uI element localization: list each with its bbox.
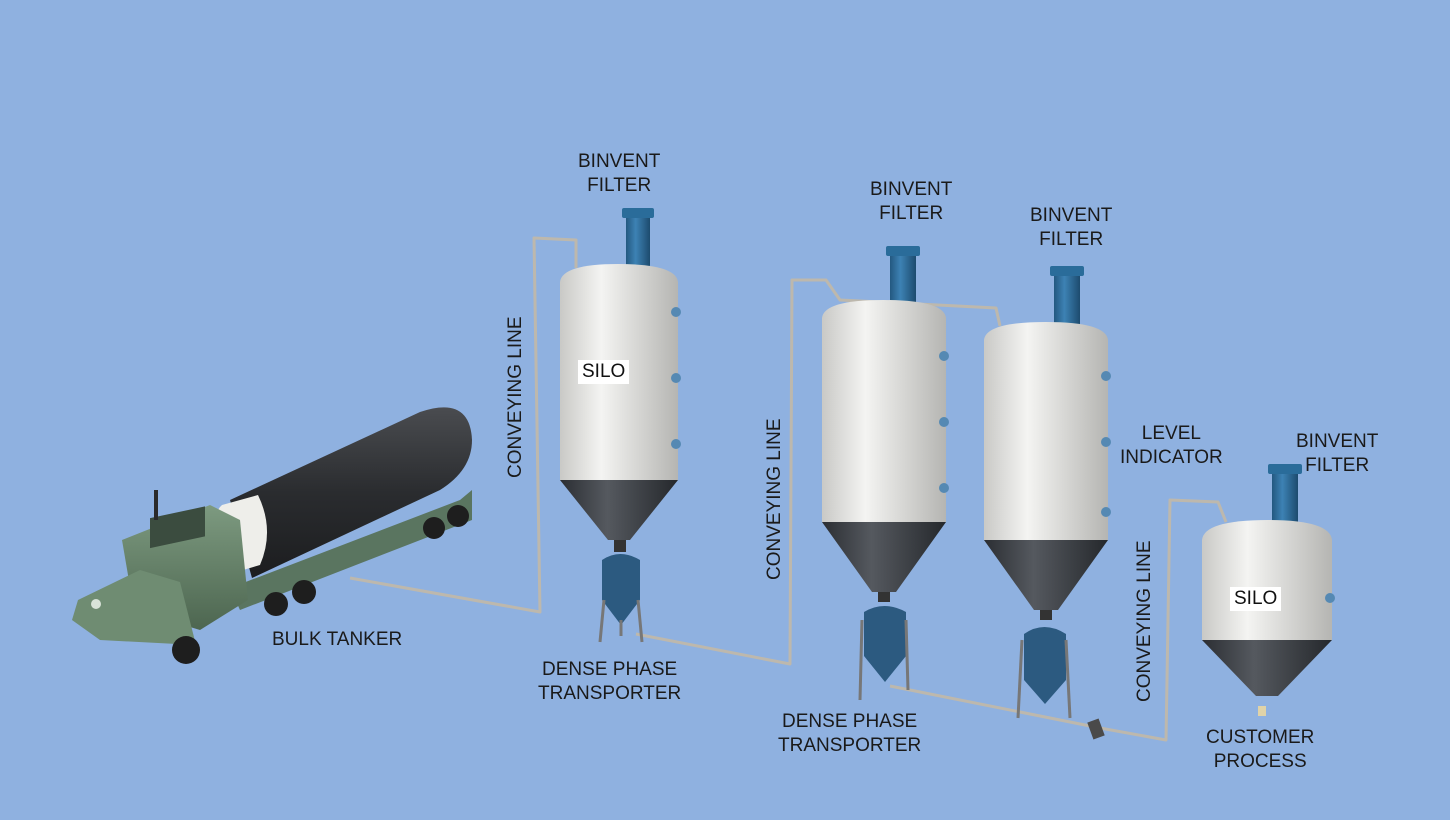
pipe-tanker-to-silo-1 xyxy=(349,236,578,614)
level-indicator-sensor-2 xyxy=(1101,437,1111,447)
conveying-line-2-label: CONVEYING LINE xyxy=(764,418,785,580)
front-wheel xyxy=(172,636,200,664)
truck-hood xyxy=(72,570,196,645)
silo-2 xyxy=(822,246,949,602)
headlight xyxy=(91,599,101,609)
diverter-valve xyxy=(1087,718,1105,740)
level-indicator-sensor-3 xyxy=(1101,507,1111,517)
pipe-transporter-1-to-silos xyxy=(635,278,1002,666)
level-indicator-sensor-1 xyxy=(1101,371,1111,381)
binvent-filter-1-body xyxy=(626,208,650,268)
trailer-wheel-2 xyxy=(447,505,469,527)
silo-customer-label: SILO xyxy=(1230,587,1282,611)
windshield xyxy=(150,506,205,549)
trailer-bed xyxy=(230,490,472,610)
silo-1-label: SILO xyxy=(578,360,630,384)
silo-1-cone xyxy=(560,480,678,540)
trailer-wheel-1 xyxy=(423,517,445,539)
rear-wheel-2 xyxy=(292,580,316,604)
dense-phase-transporter-3 xyxy=(1016,627,1072,719)
silo-3 xyxy=(984,266,1111,620)
pipe-transporter-2-to-customer xyxy=(889,498,1228,742)
bulk-tanker-label: BULK TANKER xyxy=(272,629,403,650)
conveying-line-1-label: CONVEYING LINE xyxy=(505,316,526,478)
conveying-line-3-label: CONVEYING LINE xyxy=(1134,540,1155,702)
dense-phase-transporter-2 xyxy=(858,606,910,701)
exhaust-stack xyxy=(154,490,158,520)
bulk-tanker-truck xyxy=(72,407,472,664)
conveying-pipes xyxy=(349,236,1228,742)
tank-body xyxy=(230,407,472,578)
rear-wheel-1 xyxy=(264,592,288,616)
dense-phase-transporter-1 xyxy=(598,554,644,643)
